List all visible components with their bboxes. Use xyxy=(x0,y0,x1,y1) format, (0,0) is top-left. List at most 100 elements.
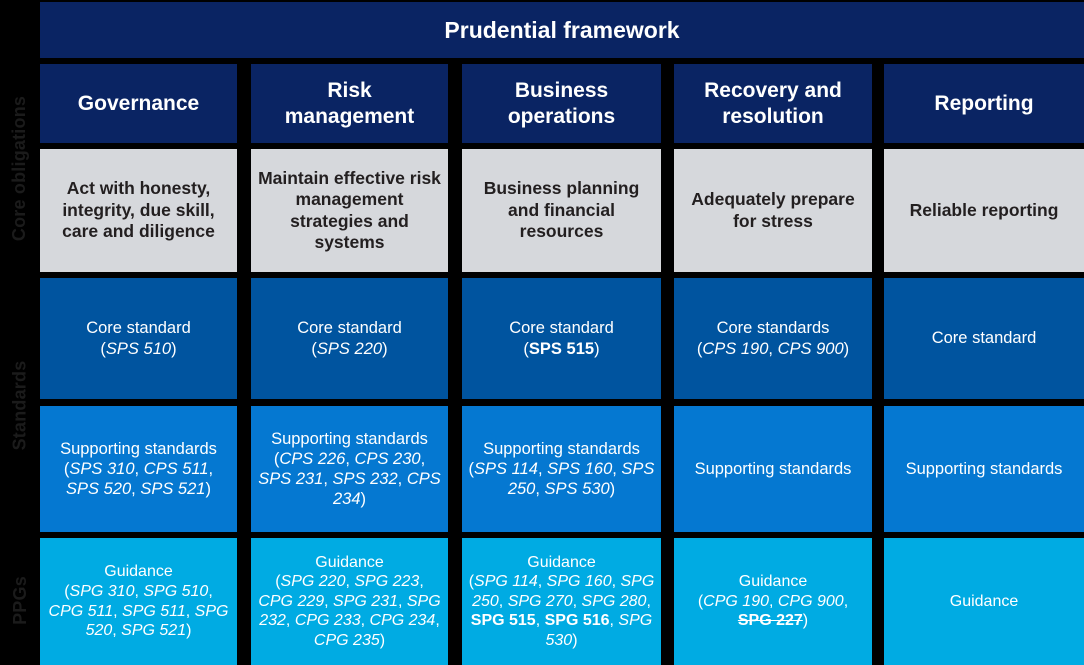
supporting-standard-cell-reporting: Supporting standards xyxy=(884,406,1084,532)
supporting-standard-text: Supporting standards xyxy=(905,459,1063,478)
core-standard-text: Core standard(SPS 220) xyxy=(297,319,402,358)
core-standard-text: Core standard xyxy=(931,329,1037,348)
supporting-standard-cell-governance: Supporting standards(SPS 310, CPS 511, S… xyxy=(40,406,237,532)
standard-code: CPG 511 xyxy=(48,602,114,620)
core-standard-cell-reporting: Core standard xyxy=(884,278,1084,399)
standard-code: SPS 232 xyxy=(332,470,398,488)
standard-code: SPG 521 xyxy=(121,622,187,640)
standard-code: CPS 230 xyxy=(354,449,421,468)
supporting-standard-text: Supporting standards xyxy=(694,459,852,478)
core-standard-text: Core standards(CPS 190, CPS 900) xyxy=(696,319,850,358)
rail-label-core-obligations-text: Core obligations xyxy=(9,95,30,241)
standard-code: SPG 232 xyxy=(259,592,441,630)
core-standard-cell-recovery-and-resolution: Core standards(CPS 190, CPS 900) xyxy=(674,278,872,399)
core-standard-cell-risk-management: Core standard(SPS 220) xyxy=(251,278,448,399)
banner-prudential-framework: Prudential framework xyxy=(40,2,1084,58)
guidance-cell-business-operations: Guidance(SPG 114, SPG 160, SPG 250, SPG … xyxy=(462,538,661,665)
rail-label-core-obligations: Core obligations xyxy=(0,62,40,274)
supporting-standard-text: Supporting standards(SPS 310, CPS 511, S… xyxy=(60,439,217,499)
standard-code: SPS 310 xyxy=(69,459,135,478)
banner-title: Prudential framework xyxy=(444,16,680,43)
standard-code: SPG 160 xyxy=(546,573,612,591)
core-obligation-cell-reporting: Reliable reporting xyxy=(884,149,1084,272)
standard-code: SPG 516 xyxy=(544,612,610,630)
standard-code: SPS 521 xyxy=(140,480,206,499)
rail-label-standards: Standards xyxy=(0,276,40,534)
guidance-text: Guidance(SPG 220, SPG 223, CPG 229, SPG … xyxy=(258,553,441,649)
rail-label-ppgs: PPGs xyxy=(0,536,40,665)
standard-code: SPG 511 xyxy=(122,602,186,620)
supporting-standard-cell-recovery-and-resolution: Supporting standards xyxy=(674,406,872,532)
standard-code: CPG 229 xyxy=(258,592,325,610)
standard-code: CPG 235 xyxy=(313,631,380,649)
core-obligation-cell-business-operations: Business planning and financial resource… xyxy=(462,149,661,272)
standard-code: CPG 900 xyxy=(777,592,844,610)
column-header-governance: Governance xyxy=(40,64,237,143)
standard-code: SPS 114 xyxy=(474,459,538,478)
standard-code: SPG 114 xyxy=(474,573,538,591)
standard-code: CPS 900 xyxy=(777,339,844,358)
supporting-standard-cell-risk-management: Supporting standards(CPS 226, CPS 230, S… xyxy=(251,406,448,532)
guidance-text: Guidance(SPG 310, SPG 510, CPG 511, SPG … xyxy=(48,563,229,640)
guidance-cell-risk-management: Guidance(SPG 220, SPG 223, CPG 229, SPG … xyxy=(251,538,448,665)
standard-code: CPS 226 xyxy=(279,449,346,468)
core-obligation-text: Maintain effective risk management strat… xyxy=(258,167,441,252)
standard-code: SPS 231 xyxy=(258,470,324,488)
supporting-standard-text: Supporting standards(SPS 114, SPS 160, S… xyxy=(468,439,655,499)
standard-code: SPG 530 xyxy=(545,612,653,649)
standard-code: SPS 515 xyxy=(528,339,595,358)
standard-code: SPS 530 xyxy=(544,480,610,499)
guidance-cell-recovery-and-resolution: Guidance(CPG 190, CPG 900, SPG 227) xyxy=(674,538,872,665)
standard-code: SPS 520 xyxy=(66,480,132,499)
standard-code: CPG 190 xyxy=(703,592,769,610)
core-standard-text: Core standard(SPS 510) xyxy=(86,319,191,358)
rail-label-ppgs-text: PPGs xyxy=(9,576,30,625)
standard-code: CPG 233 xyxy=(294,612,361,630)
standard-code: SPG 510 xyxy=(143,582,209,600)
standard-code: SPG 520 xyxy=(85,602,229,640)
core-obligation-cell-risk-management: Maintain effective risk management strat… xyxy=(251,149,448,272)
core-obligation-text: Business planning and financial resource… xyxy=(483,178,640,242)
standard-code: SPG 310 xyxy=(69,582,135,600)
standard-code: SPS 510 xyxy=(105,339,172,358)
guidance-cell-governance: Guidance(SPG 310, SPG 510, CPG 511, SPG … xyxy=(40,538,237,665)
column-header-governance-text: Governance xyxy=(77,91,200,115)
core-standard-cell-business-operations: Core standard(SPS 515) xyxy=(462,278,661,399)
standard-code: SPG 250 xyxy=(472,573,655,610)
guidance-text: Guidance(SPG 114, SPG 160, SPG 250, SPG … xyxy=(468,553,655,649)
standard-code: SPG 223 xyxy=(354,573,420,591)
supporting-standard-text: Supporting standards(CPS 226, CPS 230, S… xyxy=(258,429,441,509)
standard-code: SPG 220 xyxy=(280,573,346,591)
core-obligation-text: Act with honesty, integrity, due skill, … xyxy=(62,178,215,242)
rail-label-standards-text: Standards xyxy=(9,360,30,450)
guidance-cell-reporting: Guidance xyxy=(884,538,1084,665)
core-obligation-text: Reliable reporting xyxy=(909,199,1059,220)
guidance-text: Guidance(CPG 190, CPG 900, SPG 227) xyxy=(697,573,849,630)
core-standard-text: Core standard(SPS 515) xyxy=(509,319,614,358)
standard-code: SPG 231 xyxy=(333,592,398,610)
standard-code: SPS 250 xyxy=(507,459,655,499)
core-obligation-cell-governance: Act with honesty, integrity, due skill, … xyxy=(40,149,237,272)
standard-code: SPG 280 xyxy=(581,592,647,610)
standard-code: CPS 234 xyxy=(332,470,441,509)
standard-code: CPS 190 xyxy=(702,339,769,358)
core-obligation-text: Adequately prepare for stress xyxy=(691,189,855,231)
standard-code: SPG 227 xyxy=(737,612,803,630)
core-obligation-cell-recovery-and-resolution: Adequately prepare for stress xyxy=(674,149,872,272)
standard-code: SPS 160 xyxy=(547,459,613,478)
standard-code: SPS 220 xyxy=(316,339,383,358)
standard-code: CPS 511 xyxy=(143,459,209,478)
column-header-reporting: Reporting xyxy=(884,64,1084,143)
standard-code: SPG 515 xyxy=(470,612,536,630)
standard-code: CPG 234 xyxy=(369,612,436,630)
guidance-text: Guidance xyxy=(949,592,1019,610)
column-header-reporting-text: Reporting xyxy=(934,91,1034,115)
supporting-standard-cell-business-operations: Supporting standards(SPS 114, SPS 160, S… xyxy=(462,406,661,532)
